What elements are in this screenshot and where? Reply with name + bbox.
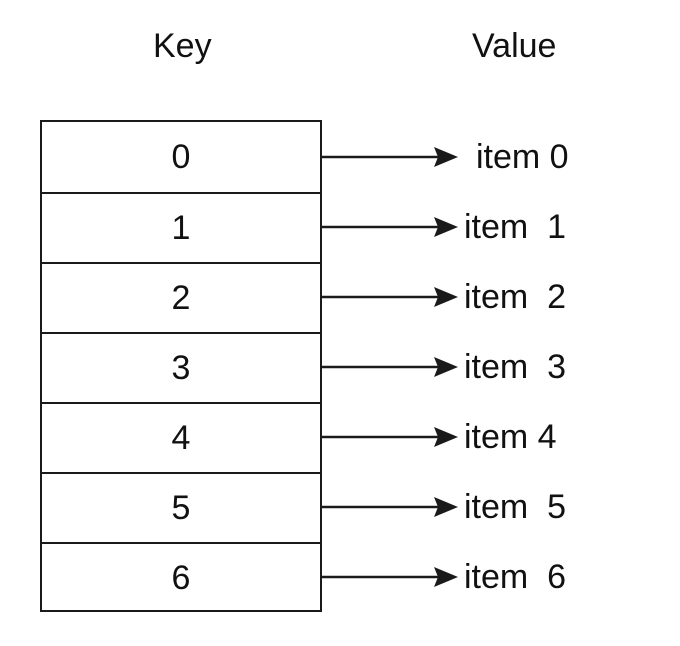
key-cell-6: 6 [42,542,320,612]
key-cell-4: 4 [42,402,320,472]
value-label-2: item 2 [464,278,567,316]
key-column-header: Key [153,27,212,65]
value-label-0: item 0 [476,138,569,176]
arrow-2 [322,287,458,307]
arrow-1 [322,217,458,237]
key-cell-3: 3 [42,332,320,402]
value-label-5: item 5 [464,488,567,526]
arrow-3 [322,357,458,377]
key-cell-1: 1 [42,192,320,262]
key-table: 0 1 2 3 4 5 6 [40,120,322,612]
arrow-5 [322,497,458,517]
value-label-3: item 3 [464,348,567,386]
value-column-header: Value [472,27,557,65]
key-cell-0: 0 [171,137,191,176]
arrow-4 [322,427,458,447]
key-cell-2: 2 [42,262,320,332]
key-cell-5: 5 [42,472,320,542]
value-label-4: item 4 [464,418,557,456]
arrow-6 [322,567,458,587]
value-label-1: item 1 [464,208,567,246]
value-label-6: item 6 [464,558,567,596]
arrow-0 [322,147,458,167]
